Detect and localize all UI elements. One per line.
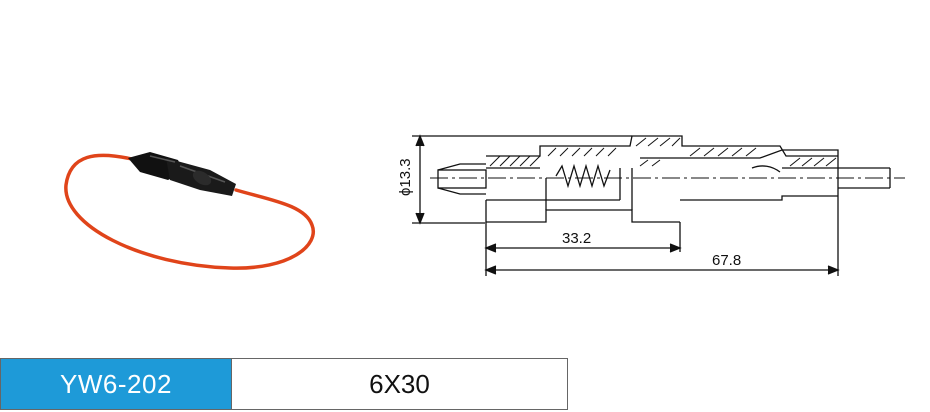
model-number: YW6-202 [1,359,231,409]
diameter-label: ϕ13.3 [397,158,414,196]
caption-bar: YW6-202 6X30 [0,358,568,410]
dim-inner-length: 33.2 [562,230,591,247]
fuse-size-spec: 6X30 [231,359,567,409]
fuse-holder [128,152,236,196]
dim-total-length: 67.8 [712,252,741,269]
red-wire [64,153,315,270]
